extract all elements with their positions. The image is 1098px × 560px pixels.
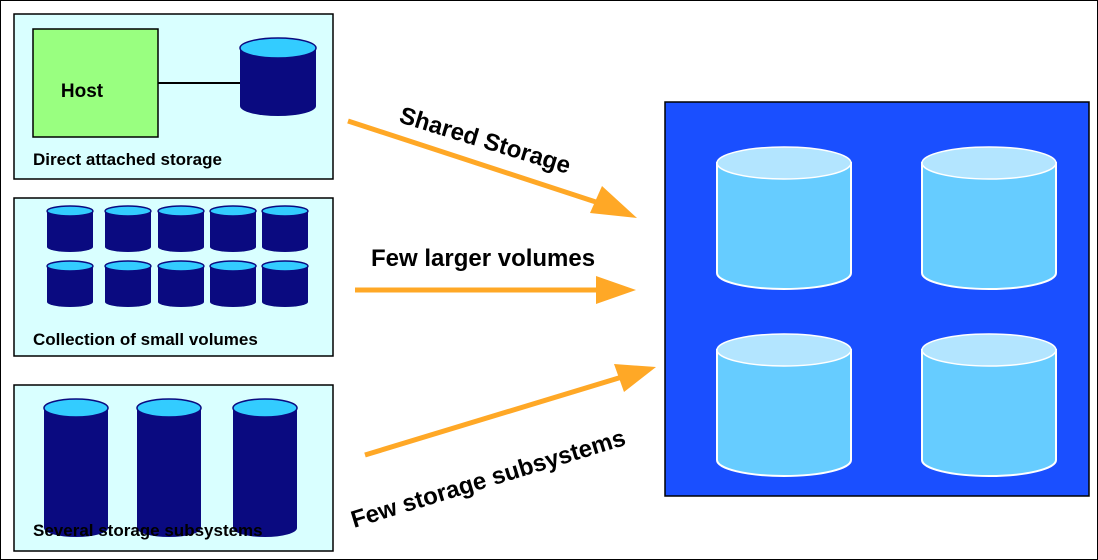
direct-attached-label: Direct attached storage	[33, 150, 222, 169]
few-subsystems-arrow	[364, 364, 656, 458]
shared-storage-arrow	[347, 118, 637, 218]
subsystem-cylinder	[43, 398, 109, 537]
large-volume-cylinder	[921, 333, 1057, 477]
few-larger-volumes-arrow	[355, 276, 636, 304]
small-volume-cylinder	[46, 260, 94, 307]
small-volume-cylinder	[157, 260, 205, 307]
subsystem-cylinder	[232, 398, 298, 537]
subsystems-panel: Several storage subsystems	[13, 384, 334, 552]
small-volumes-label: Collection of small volumes	[33, 330, 258, 349]
large-volume-cylinder	[716, 146, 852, 290]
host-box	[32, 28, 159, 138]
small-volume-cylinder	[261, 260, 309, 307]
small-volume-cylinder	[157, 205, 205, 252]
small-volume-cylinder	[261, 205, 309, 252]
small-volume-cylinder	[209, 205, 257, 252]
large-volume-cylinder	[921, 146, 1057, 290]
consolidated-storage	[664, 101, 1090, 497]
small-volume-cylinder	[104, 260, 152, 307]
direct-attached-panel: Host Direct attached storage	[13, 13, 334, 180]
dark-cylinder	[239, 37, 317, 116]
small-volume-cylinder	[104, 205, 152, 252]
large-volume-cylinder	[716, 333, 852, 477]
few-larger-volumes-label: Few larger volumes	[371, 245, 595, 272]
small-volumes-panel: Collection of small volumes	[13, 197, 334, 357]
small-volume-cylinder	[46, 205, 94, 252]
subsystem-cylinder	[136, 398, 202, 537]
small-volume-cylinder	[209, 260, 257, 307]
subsystems-label: Several storage subsystems	[33, 521, 263, 540]
host-label: Host	[61, 81, 104, 102]
few-subsystems-label: Few storage subsystems	[348, 424, 629, 533]
